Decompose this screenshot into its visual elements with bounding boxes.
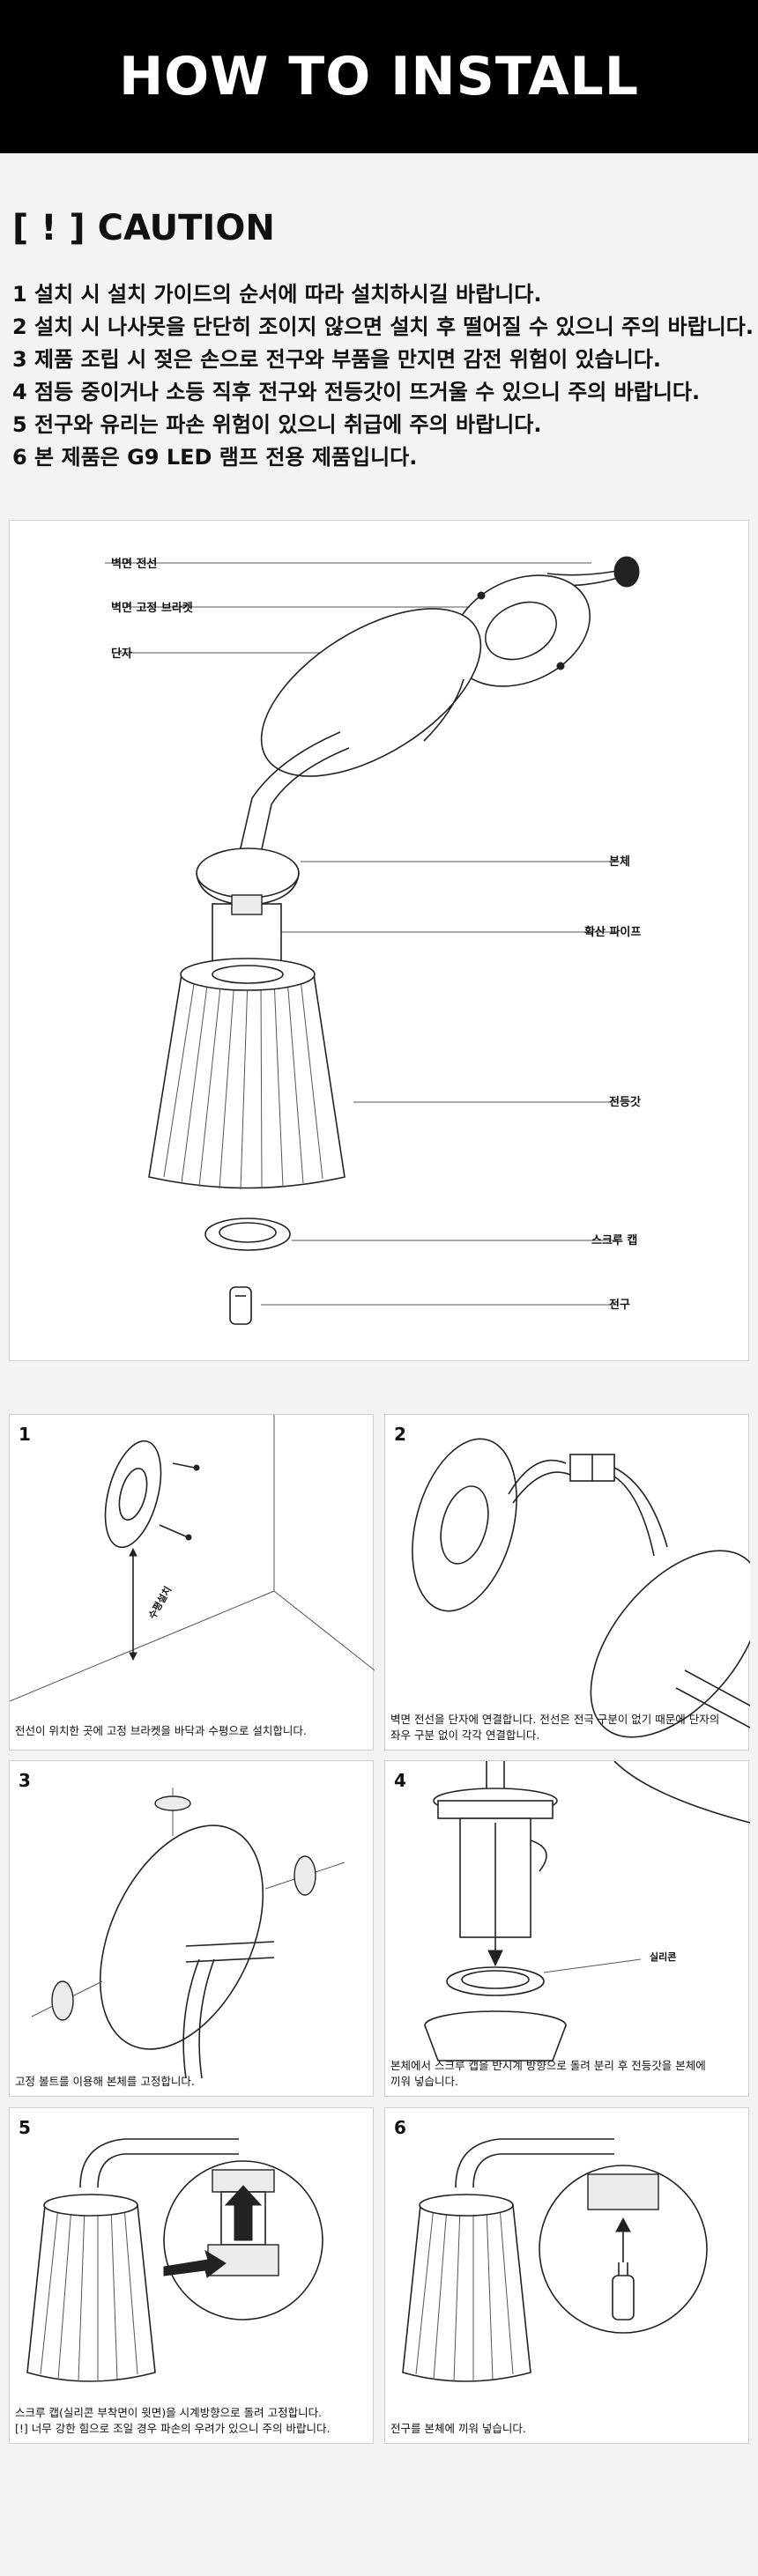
caution-item: 6 본 제품은 G9 LED 램프 전용 제품입니다. [12,445,418,470]
label-bulb: 전구 [609,1299,630,1312]
step-caption: 본체에서 스크루 캡을 반시계 방향으로 돌려 분리 후 전등갓을 본체에 끼워… [390,2059,706,2088]
step-caption: 고정 볼트를 이용해 본체를 고정합니다. [15,2075,195,2088]
page-title: HOW TO INSTALL [118,46,640,107]
step-3-illustration [31,1788,346,2079]
label-body: 본체 [609,855,630,869]
step-1-illustration [10,1415,375,1702]
step-caption: 벽면 전선을 단자에 연결합니다. 전선은 전극 구분이 없기 때문에 단자의 … [390,1713,720,1742]
step-number: 2 [394,1424,406,1445]
step-6-illustration [402,2138,708,2382]
step-panel-6: 6 전구를 본체에 끼워 넣습니다. [384,2107,749,2444]
step-number: 1 [19,1424,31,1445]
step-caption: 스크루 캡(실리콘 부착면이 윗면)을 시계방향으로 돌려 고정합니다. [!]… [15,2406,331,2435]
parts-illustration [105,556,640,1325]
page-header: HOW TO INSTALL [0,0,758,153]
caution-item: 2 설치 시 나사못을 단단히 조이지 않으면 설치 후 떨어질 수 있으니 주… [12,315,754,339]
caution-title: [ ! ] CAUTION [12,208,275,248]
label-wall-bracket: 벽면 고정 브라켓 [111,602,193,615]
caution-list: 1 설치 시 설치 가이드의 순서에 따라 설치하시길 바랍니다. 2 설치 시… [12,278,754,474]
caution-item: 3 제품 조립 시 젖은 손으로 전구와 부품을 만지면 감전 위험이 있습니다… [12,347,661,372]
step-number: 6 [394,2117,406,2138]
step-panel-3: 3 고정 볼트를 이용해 본체를 고정합니다. [9,1760,374,2097]
caution-item: 4 점등 중이거나 소등 직후 전구와 전등갓이 뜨거울 수 있으니 주의 바랍… [12,380,701,404]
step-caption: 전구를 본체에 끼워 넣습니다. [390,2422,526,2435]
label-terminal: 단자 [111,648,132,661]
caution-item: 1 설치 시 설치 가이드의 순서에 따라 설치하시길 바랍니다. [12,282,542,307]
label-wall-wire: 벽면 전선 [111,558,158,571]
silicone-note: 실리콘 [650,1951,677,1963]
label-shade: 전등갓 [609,1096,641,1109]
step-number: 3 [19,1770,31,1791]
label-diffuser-pipe: 확산 파이프 [584,926,642,939]
step-number: 5 [19,2117,31,2138]
step-2-illustration [412,1438,750,1738]
step-5-illustration [26,2138,323,2382]
step-panel-1: 1 수평설치 전선이 위치한 곳에 고정 브라켓을 바닥과 수평으로 설치합니다… [9,1414,375,1751]
step-4-illustration [424,1761,750,2062]
step-panel-2: 2 벽면 전선을 단자에 연결합니다. 전선은 전극 구분이 없기 때문에 단자… [384,1414,750,1751]
label-screw-cap: 스크루 캡 [591,1234,638,1247]
parts-diagram: 벽면 전선 벽면 고정 브라켓 단자 본체 확산 파이프 전등갓 스크루 캡 전… [9,520,749,1361]
caution-item: 5 전구와 유리는 파손 위험이 있으니 취급에 주의 바랍니다. [12,412,542,437]
step-number: 4 [394,1770,406,1791]
step-panel-5: 5 스크루 캡(실리콘 부착면이 윗면)을 시계방향으로 돌려 고정합니다. [… [9,2107,374,2444]
step-panel-4: 4 실리콘 본체에서 스크루 캡을 반시계 방향으로 돌려 분리 후 전등갓을 … [384,1760,750,2097]
step-caption: 전선이 위치한 곳에 고정 브라켓을 바닥과 수평으로 설치합니다. [15,1724,307,1737]
